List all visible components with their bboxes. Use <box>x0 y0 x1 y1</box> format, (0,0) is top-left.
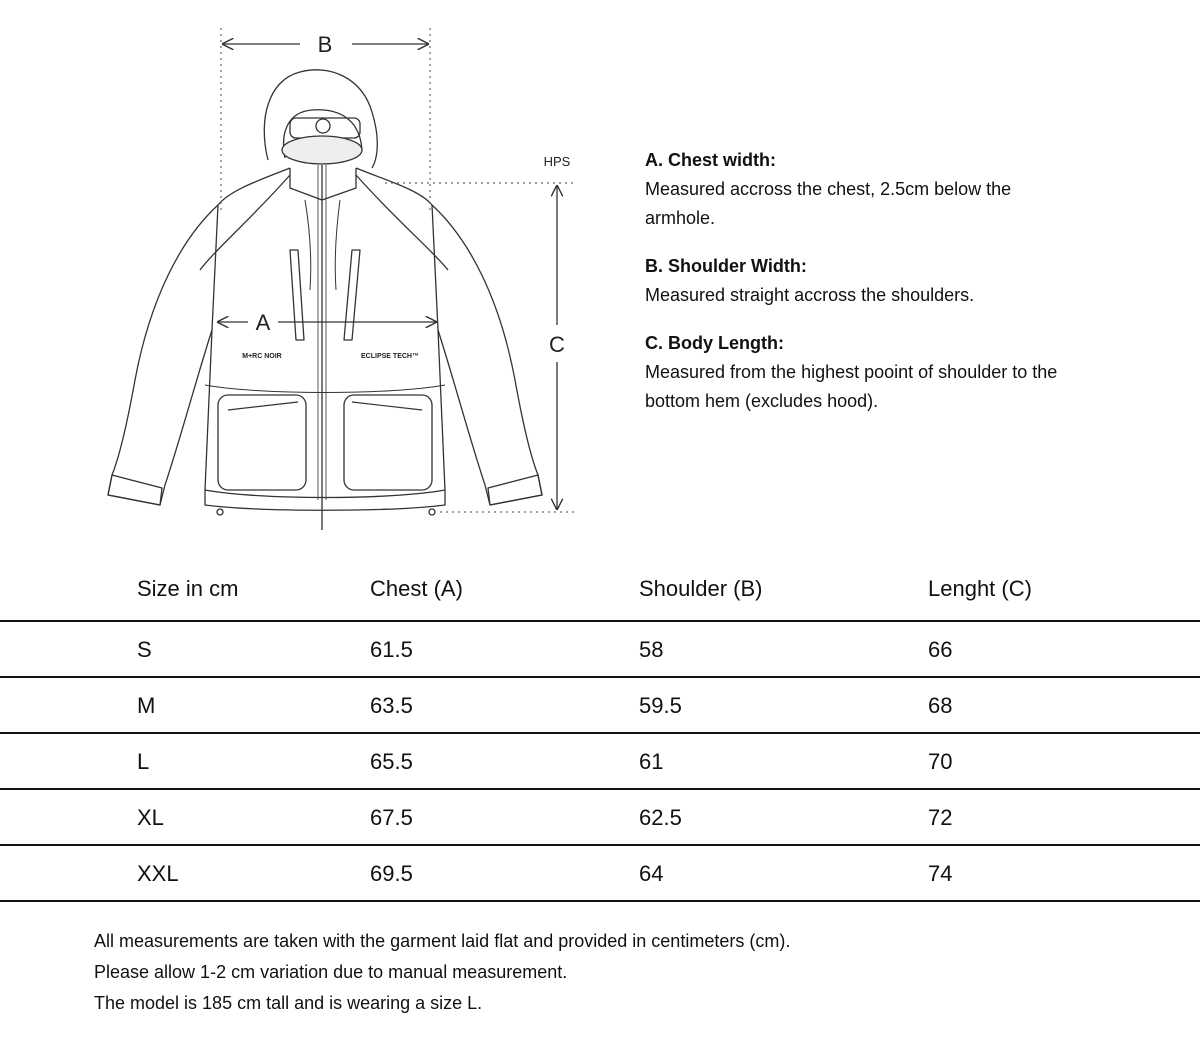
shoulder-cell: 64 <box>639 861 664 886</box>
waist-panel-seam <box>204 384 446 393</box>
length-cell: 66 <box>928 637 953 662</box>
size-table: Size in cm Chest (A) Shoulder (B) Lenght… <box>0 560 1200 902</box>
left-shoulder <box>217 167 291 206</box>
length-cell: 68 <box>928 693 953 718</box>
right-shoulder <box>355 167 433 206</box>
left-cuff <box>107 474 163 506</box>
description-body-length: C. Body Length: Measured from the highes… <box>645 329 1085 416</box>
size-cell: S <box>137 637 152 662</box>
header-shoulder: Shoulder (B) <box>639 576 763 601</box>
left-raglan-seam <box>199 174 291 271</box>
table-header-row: Size in cm Chest (A) Shoulder (B) Lenght… <box>0 560 1200 622</box>
hood-lining <box>281 135 363 165</box>
hood-inner <box>282 109 363 159</box>
chest-cell: 69.5 <box>370 861 413 886</box>
left-drawcord <box>304 199 312 291</box>
table-row: XXL 69.5 64 74 <box>0 846 1200 902</box>
chest-cell: 61.5 <box>370 637 413 662</box>
hood-logo <box>315 118 331 134</box>
description-term: A. Chest width: <box>645 150 776 170</box>
size-cell: L <box>137 749 150 774</box>
length-cell: 72 <box>928 805 953 830</box>
brand-left-print: M+RC NOIR <box>242 353 281 360</box>
table-row: XL 67.5 62.5 72 <box>0 790 1200 846</box>
description-definition: Measured from the highest pooint of shou… <box>645 362 1058 411</box>
body-right-side <box>431 204 446 491</box>
guide-lines <box>220 28 575 513</box>
hood <box>263 69 378 169</box>
shoulder-cell: 59.5 <box>639 693 682 718</box>
description-shoulder-width: B. Shoulder Width: Measured straight acc… <box>645 252 1085 310</box>
collar <box>289 168 357 201</box>
chest-cell: 67.5 <box>370 805 413 830</box>
shoulder-cell: 58 <box>639 637 664 662</box>
header-chest: Chest (A) <box>370 576 463 601</box>
size-cell: XL <box>137 805 164 830</box>
right-chest-zip <box>343 249 361 341</box>
table-row: L 65.5 61 70 <box>0 734 1200 790</box>
length-cell: 74 <box>928 861 953 886</box>
brand-right-print: ECLIPSE TECH™ <box>361 353 419 360</box>
note-line: The model is 185 cm tall and is wearing … <box>94 993 483 1013</box>
right-pocket <box>343 394 433 491</box>
description-term: B. Shoulder Width: <box>645 256 807 276</box>
left-pocket <box>217 394 307 491</box>
jacket-outline <box>107 69 543 530</box>
description-term: C. Body Length: <box>645 333 784 353</box>
header-length: Lenght (C) <box>928 576 1032 601</box>
chest-cell: 63.5 <box>370 693 413 718</box>
left-chest-zip <box>289 249 305 341</box>
size-cell: M <box>137 693 156 718</box>
label-a: A <box>256 310 271 335</box>
label-b: B <box>318 32 333 57</box>
shoulder-cell: 62.5 <box>639 805 682 830</box>
table-row: M 63.5 59.5 68 <box>0 678 1200 734</box>
note-line: Please allow 1-2 cm variation due to man… <box>94 962 568 982</box>
note-line: All measurements are taken with the garm… <box>94 931 791 951</box>
shoulder-cell: 61 <box>639 749 664 774</box>
body-left-side <box>204 204 219 491</box>
left-sleeve <box>107 204 219 506</box>
table-row: S 61.5 58 66 <box>0 622 1200 678</box>
size-cell: XXL <box>137 861 179 886</box>
right-drawcord <box>334 199 341 291</box>
hem <box>204 489 446 511</box>
header-size: Size in cm <box>137 576 239 601</box>
description-chest-width: A. Chest width: Measured accross the che… <box>645 146 1085 233</box>
label-c: C <box>549 332 565 357</box>
label-hps: HPS <box>544 154 571 169</box>
description-definition: Measured accross the chest, 2.5cm below … <box>645 179 1012 228</box>
length-cell: 70 <box>928 749 953 774</box>
description-definition: Measured straight accross the shoulders. <box>645 285 975 305</box>
right-raglan-seam <box>355 174 449 271</box>
right-cuff <box>487 474 543 506</box>
chest-cell: 65.5 <box>370 749 413 774</box>
jacket-measurement-diagram: B A C HPS M+RC NOIR ECLIPSE TECH™ <box>107 28 575 530</box>
measurement-arrows <box>218 44 557 509</box>
right-sleeve <box>431 204 543 506</box>
measurement-notes: All measurements are taken with the garm… <box>94 926 790 1019</box>
